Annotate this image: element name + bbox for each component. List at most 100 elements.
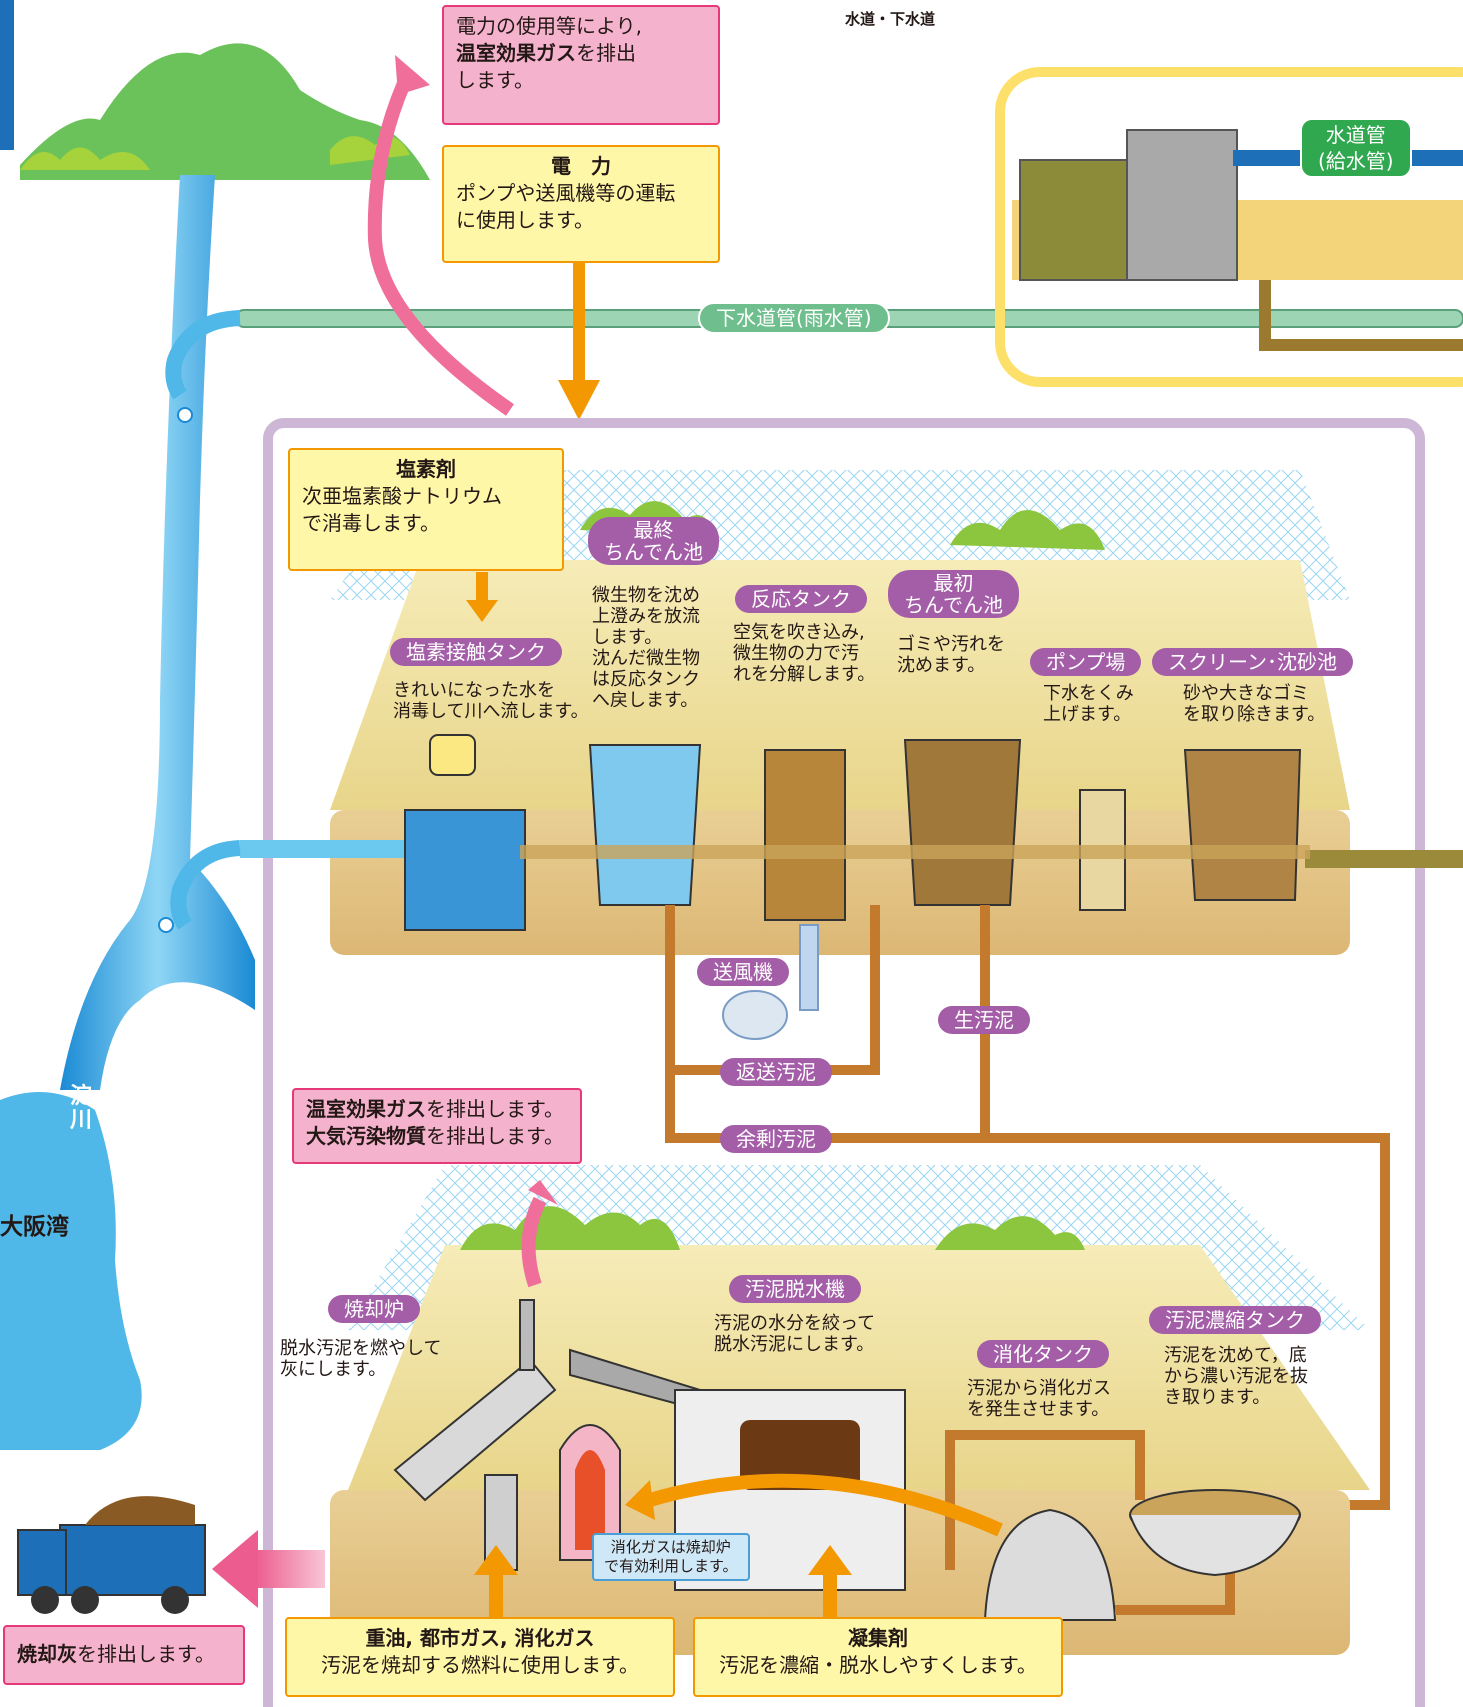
dewatering-drum: [740, 1420, 860, 1490]
fuel-box: 重油, 都市ガス, 消化ガス 汚泥を焼却する燃料に使用します。: [285, 1617, 675, 1697]
excess-sludge-line: [665, 1070, 1390, 1510]
water-supply-l1: 水道管: [1325, 123, 1386, 147]
excess-sludge-label: 余剰汚泥: [720, 1125, 832, 1153]
emissions-s1: 温室効果ガス: [306, 1097, 426, 1121]
truck-body: [59, 1524, 206, 1596]
effluent-outfall: [170, 840, 241, 930]
coagulant-title: 凝集剤: [848, 1626, 908, 1650]
river-label: 淀川: [70, 1084, 93, 1133]
process-pipe: [520, 845, 1310, 859]
coagulant-box: 凝集剤 汚泥を濃縮・脱水しやすくします。: [693, 1617, 1063, 1697]
screen-grit-label: スクリーン･沈砂池: [1152, 648, 1353, 676]
ghg-arrow-top-head: [395, 55, 430, 95]
chlorine-line2: で消毒します。: [302, 511, 440, 535]
thickening-desc: 汚泥を沈めて，底から濃い汚泥を抜き取ります。: [1164, 1345, 1308, 1408]
ash-note: 焼却灰を排出します。: [3, 1625, 245, 1685]
ghg-note-rest: を排出: [576, 41, 636, 65]
bush-lower-1: [460, 1206, 680, 1250]
incinerator: [393, 1358, 557, 1502]
ghg-note-strong: 温室効果ガス: [456, 41, 576, 65]
pump-station-desc: 下水をくみ上げます。: [1043, 683, 1134, 725]
ash-rest: を排出します。: [77, 1642, 215, 1666]
screen-grit-desc: 砂や大きなゴミを取り除きます。: [1183, 683, 1326, 725]
fuel-title: 重油, 都市ガス, 消化ガス: [365, 1626, 595, 1650]
thickening-tank-cone: [1129, 1514, 1301, 1577]
chlorine-arrow: [476, 572, 488, 602]
chlorine-line1: 次亜塩素酸ナトリウム: [302, 484, 502, 508]
electricity-line2: に使用します。: [456, 208, 594, 232]
final-settling-label: 最終 ちんでん池: [588, 517, 719, 565]
electricity-box: 電 力 ポンプや送風機等の運転 に使用します。: [442, 145, 720, 263]
water-supply-pipe-label: 水道管 (給水管): [1300, 118, 1412, 178]
blower-duct: [799, 924, 819, 1011]
sludge-pipe-lower: [945, 1430, 1145, 1570]
incinerator-label: 焼却炉: [328, 1295, 420, 1323]
electricity-title: 電 力: [551, 154, 611, 178]
reaction-tank: [764, 749, 846, 921]
ground-lower: [348, 1245, 1370, 1490]
primary-settling-l2: ちんでん池: [904, 593, 1003, 617]
ash-strong: 焼却灰: [17, 1642, 77, 1666]
digest-gas-note: 消化ガスは焼却炉で有効利用します。: [592, 1533, 750, 1581]
final-settling-l1: 最終: [633, 518, 674, 542]
bushes-top: [20, 136, 410, 170]
ground-upper: [330, 560, 1350, 810]
bush-lower-2: [935, 1216, 1085, 1250]
digest-gas-arrow: [648, 1473, 1003, 1537]
storm-sewer-label: 下水道管(雨水管): [698, 302, 890, 334]
truck-wheel: [31, 1586, 59, 1614]
influent-pipe: [1305, 850, 1463, 868]
ghg-note-line3: します。: [456, 68, 534, 92]
digestion-label: 消化タンク: [977, 1340, 1109, 1368]
fuel-arrow-head: [474, 1545, 518, 1575]
sewer-branch: [1259, 280, 1463, 351]
truck-wheel: [71, 1586, 99, 1614]
ghg-note-line1: 電力の使用等により,: [456, 14, 642, 38]
mountain: [20, 43, 430, 181]
ghg-arrow-lower-head: [528, 1180, 558, 1205]
final-settling-l2: ちんでん池: [604, 540, 703, 564]
ghg-note-top: 電力の使用等により, 温室効果ガスを排出 します。: [442, 5, 720, 125]
power-arrow: [573, 262, 585, 382]
primary-settling-tank: [903, 739, 1022, 906]
truck-cab: [17, 1529, 67, 1596]
electricity-line1: ポンプや送風機等の運転: [456, 181, 676, 205]
bubble: [177, 407, 193, 423]
ghg-arrow-lower: [521, 1196, 547, 1288]
thickening-label: 汚泥濃縮タンク: [1149, 1306, 1321, 1334]
blower: [722, 990, 788, 1040]
chlorine-injector: [429, 734, 476, 776]
chlorine-tank: [404, 809, 526, 931]
truck-wheel: [161, 1586, 189, 1614]
power-arrow-head: [558, 380, 600, 420]
digestion-desc: 汚泥から消化ガスを発生させます。: [967, 1378, 1111, 1420]
final-settling-desc: 微生物を沈め上澄みを放流 します。沈んだ微生物 は反応タンクへ戻します。: [592, 585, 700, 711]
ash-arrow-head: [212, 1530, 258, 1608]
ghg-arrow-top: [367, 66, 514, 416]
fuel-arrow: [489, 1570, 503, 1620]
storm-outfall: [165, 310, 241, 400]
digest-gas-arrow-head: [625, 1480, 655, 1520]
return-sludge-label: 返送汚泥: [720, 1058, 832, 1086]
building-2: [1126, 129, 1238, 281]
dewatering-desc: 汚泥の水分を絞って脱水汚泥にします。: [714, 1313, 876, 1355]
chlorine-contact-desc: きれいになった水を消毒して川へ流します。: [393, 680, 589, 722]
truck-load: [85, 1496, 195, 1525]
river: [60, 175, 255, 1090]
building-1: [1019, 159, 1141, 281]
incinerator-stack: [519, 1299, 535, 1371]
reaction-tank-desc: 空気を吹き込み,微生物の力で汚れを分解します。: [733, 622, 876, 685]
bush-upper-2: [950, 510, 1105, 550]
chlorine-contact-label: 塩素接触タンク: [390, 638, 562, 666]
pump-station-label: ポンプ場: [1030, 648, 1142, 676]
bubble: [158, 917, 174, 933]
sludge-pipe-lower2: [1115, 1570, 1235, 1615]
reaction-tank-label: 反応タンク: [735, 585, 867, 613]
edge-tab: [0, 0, 14, 150]
incinerator-desc: 脱水汚泥を燃やして灰にします。: [280, 1338, 442, 1380]
boiler-flame: [575, 1450, 605, 1550]
raw-sludge-label: 生汚泥: [938, 1006, 1030, 1034]
blower-label: 送風機: [697, 958, 789, 986]
effluent-pipe: [240, 840, 420, 858]
